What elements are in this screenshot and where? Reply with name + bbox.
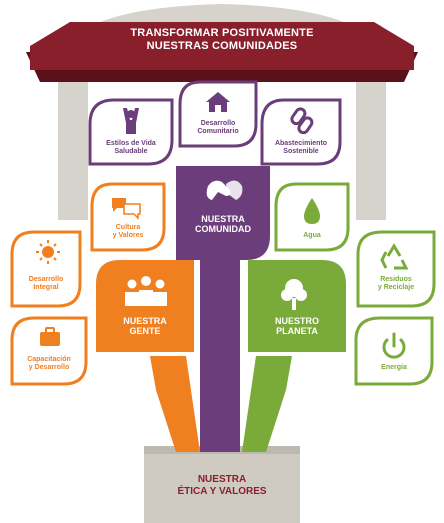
- leaf-label-desarrollo-int: Desarrollo Integral: [12, 276, 80, 292]
- main-label-planeta: NUESTRO PLANETA: [248, 316, 346, 337]
- banner-line-2: NUESTRAS COMUNIDADES: [146, 39, 298, 52]
- energia-line-1: Energía: [381, 364, 407, 371]
- residuos-line-2: y Reciclaje: [377, 284, 415, 292]
- planeta-line-2: PLANETA: [276, 326, 318, 337]
- people-icon: [125, 276, 167, 306]
- main-leaf-comunidad: [176, 166, 270, 260]
- leaf-energia: [354, 316, 434, 386]
- trunk-purple: [200, 240, 240, 452]
- trunk-orange: [150, 356, 200, 452]
- gente-line-2: GENTE: [129, 326, 161, 337]
- estilos-line-1: Estilos de Vida: [106, 140, 156, 147]
- tree-icon: [281, 279, 307, 310]
- leaf-capacitacion: [10, 316, 88, 386]
- cultura-line-1: Cultura: [115, 224, 141, 231]
- main-leaf-planeta: [248, 260, 346, 352]
- base-label: NUESTRA ÉTICA Y VALORES: [144, 474, 300, 497]
- leaf-label-agua: Agua: [276, 232, 348, 240]
- comunidad-line-1: NUESTRA: [201, 214, 245, 224]
- planeta-line-1: NUESTRO: [274, 316, 319, 326]
- person-raised-arms-icon: [123, 108, 139, 134]
- comunidad-line-2: COMUNIDAD: [195, 224, 251, 235]
- banner: [30, 22, 414, 70]
- capacitacion-line-1: Capacitación: [27, 356, 71, 363]
- base-pedestal: [144, 452, 300, 523]
- water-drop-icon: [304, 198, 320, 224]
- capacitacion-line-2: y Desarrollo: [28, 364, 70, 372]
- leaf-label-desarrollo-com: Desarrollo Comunitario: [180, 120, 256, 136]
- chat-bubbles-icon: [112, 198, 141, 220]
- abastecimiento-line-2: Sostenible: [283, 148, 319, 156]
- main-label-gente: NUESTRA GENTE: [96, 316, 194, 337]
- main-label-comunidad: NUESTRA COMUNIDAD: [176, 214, 270, 235]
- leaf-desarrollo-com: [178, 80, 258, 148]
- base-line-2: ÉTICA Y VALORES: [177, 485, 267, 497]
- residuos-line-1: Residuos: [380, 276, 412, 283]
- house-icon: [206, 92, 230, 112]
- desarrollo-com-line-1: Desarrollo: [200, 120, 236, 127]
- chain-link-icon: [290, 107, 314, 135]
- leaf-label-abastecimiento: Abastecimiento Sostenible: [262, 140, 340, 156]
- power-icon: [382, 332, 406, 359]
- base-line-1: NUESTRA: [197, 474, 247, 485]
- gente-line-1: NUESTRA: [123, 316, 167, 326]
- agua-line-1: Agua: [303, 232, 321, 239]
- leaf-label-residuos: Residuos y Reciclaje: [358, 276, 434, 292]
- leaf-cultura: [90, 182, 166, 252]
- estilos-line-2: Saludable: [114, 148, 148, 156]
- hands-icon: [206, 180, 243, 200]
- leaf-label-estilos: Estilos de Vida Saludable: [90, 140, 172, 156]
- leaf-label-energia: Energía: [356, 364, 432, 372]
- cultura-line-2: y Valores: [112, 232, 144, 240]
- leaf-label-capacitacion: Capacitación y Desarrollo: [12, 356, 86, 372]
- banner-line-1: TRANSFORMAR POSITIVAMENTE: [130, 27, 314, 39]
- leaf-desarrollo-int: [10, 230, 82, 308]
- recycle-icon: [380, 243, 409, 270]
- abastecimiento-line-1: Abastecimiento: [274, 140, 328, 147]
- desarrollo-int-line-2: Integral: [33, 284, 59, 292]
- briefcase-icon: [40, 327, 60, 346]
- banner-title: TRANSFORMAR POSITIVAMENTE NUESTRAS COMUN…: [60, 27, 384, 52]
- trunk-green: [242, 356, 292, 452]
- sun-icon: [36, 240, 60, 264]
- desarrollo-com-line-2: Comunitario: [197, 128, 239, 136]
- leaf-label-cultura: Cultura y Valores: [92, 224, 164, 240]
- desarrollo-int-line-1: Desarrollo: [28, 276, 64, 283]
